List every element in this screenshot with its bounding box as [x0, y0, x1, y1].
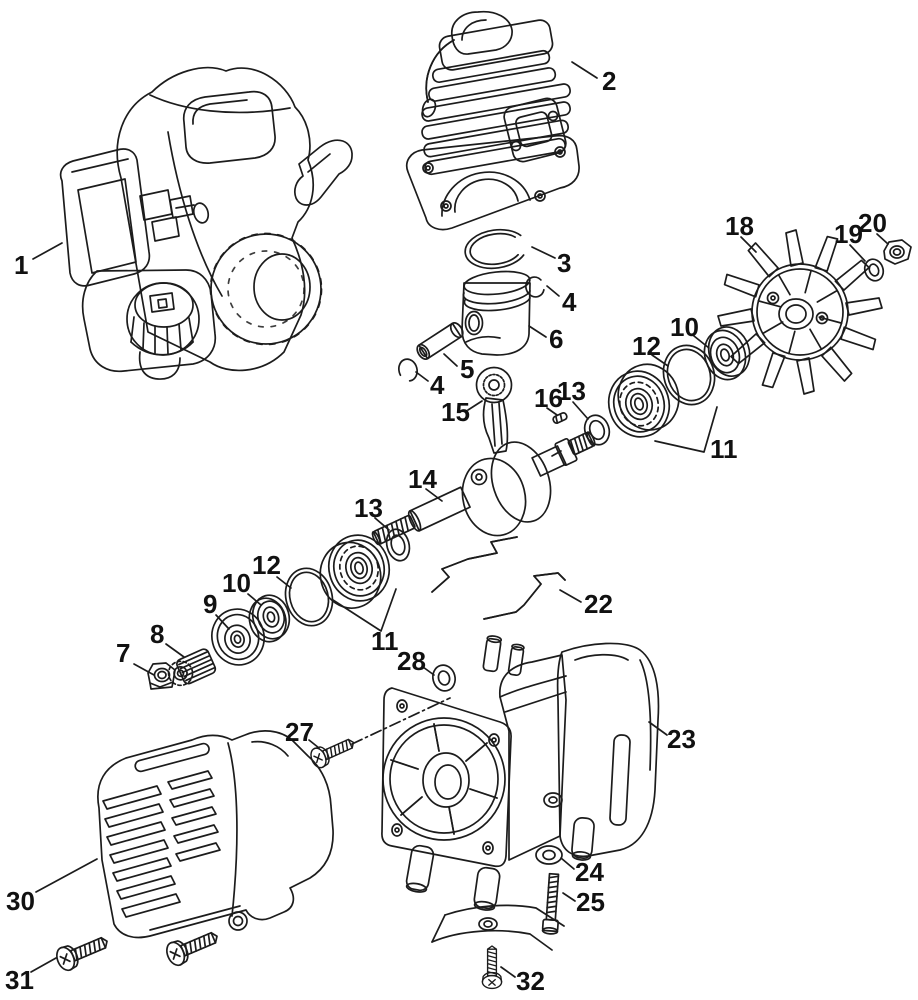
- callout-connecting-rod: 15: [441, 397, 470, 427]
- leader-lines: [30, 61, 889, 978]
- part-oil-seal-right: [703, 326, 751, 381]
- handle-slot: [134, 742, 210, 773]
- part-bearing-left: [319, 534, 391, 609]
- callout-bracket-screw: 32: [516, 966, 545, 996]
- part-o-ring-left: [284, 567, 334, 627]
- callout-labels: 1 2 3 4 6 5 4 15 16 13 12 10 18 19 20 11…: [5, 66, 887, 996]
- part-connecting-rod: [475, 366, 513, 454]
- part-bracket-screw: [481, 945, 503, 990]
- part-oil-seal-left: [248, 594, 291, 643]
- callout-crankcase: 23: [667, 724, 696, 754]
- callout-flywheel: 18: [725, 211, 754, 241]
- callout-crankcase-screw: 27: [285, 717, 314, 747]
- part-bearing-right: [607, 363, 680, 438]
- part-grommet: [432, 664, 456, 692]
- callout-starter-cover: 30: [6, 886, 35, 916]
- part-piston: [461, 270, 531, 356]
- engine-top-cover: [182, 90, 276, 164]
- callout-flywheel-nut: 20: [858, 208, 887, 238]
- air-filter-box: [59, 148, 151, 287]
- screw-axis-centerline: [351, 697, 451, 745]
- part-flywheel-nut: [883, 239, 912, 265]
- callout-flywheel-washer: 19: [834, 219, 863, 249]
- part-piston-pin: [416, 322, 464, 360]
- callout-stud-washer: 24: [575, 857, 604, 887]
- part-retainer-clips: [431, 536, 566, 620]
- callout-o-ring-right: 12: [632, 331, 661, 361]
- callout-engine-assembly: 1: [14, 250, 28, 280]
- part-washer-left: [385, 528, 411, 562]
- part-mount-plate: [431, 904, 565, 951]
- part-starter-pulley: [211, 608, 265, 666]
- callout-grommet: 28: [397, 646, 426, 676]
- callout-piston-pin: 5: [460, 354, 474, 384]
- part-cover-screws: [52, 924, 223, 974]
- callout-starter-pulley: 9: [203, 589, 217, 619]
- callout-cover-screws: 31: [5, 965, 34, 995]
- callout-washer-right: 13: [557, 376, 586, 406]
- callout-pinion-nut: 7: [116, 638, 130, 668]
- part-circlip-upper: [525, 276, 545, 298]
- callout-bearing-right: 11: [710, 434, 738, 464]
- part-crankshaft: [371, 366, 596, 546]
- part-stud-washer: [535, 845, 563, 865]
- callout-crankshaft: 14: [408, 464, 437, 494]
- part-crankcase-screw: [307, 697, 451, 771]
- part-engine-assembly: [59, 66, 353, 380]
- crankcase-flange: [381, 687, 512, 868]
- callout-piston-ring: 3: [557, 248, 571, 278]
- callout-oil-seal-left: 10: [222, 568, 251, 598]
- callout-retainer-clips: 22: [584, 589, 613, 619]
- part-starter-cover: [97, 730, 334, 939]
- part-starter-pinion: [167, 648, 217, 687]
- callout-cylinder: 2: [602, 66, 616, 96]
- callout-stud-bolt: 25: [576, 887, 605, 917]
- cylinder-base: [405, 134, 580, 231]
- callout-oil-seal-right: 10: [670, 312, 699, 342]
- callout-starter-pinion: 8: [150, 619, 164, 649]
- callout-bearing-left: 11: [371, 626, 399, 656]
- callout-circlip-upper: 4: [562, 287, 577, 317]
- part-crankcase: [381, 635, 660, 911]
- fan-housing-ring: [382, 717, 506, 841]
- exhaust-flange: [503, 97, 567, 163]
- part-circlip-lower: [398, 358, 418, 382]
- part-woodruff-key: [552, 412, 568, 424]
- callout-woodruff-key: 16: [534, 383, 563, 413]
- part-cylinder: [405, 10, 580, 231]
- fuel-tank: [81, 269, 217, 373]
- callout-o-ring-left: 12: [252, 550, 281, 580]
- cover-louvers: [102, 770, 221, 918]
- callout-washer-left: 13: [354, 493, 383, 523]
- spark-plug-boot: [451, 10, 513, 55]
- part-flywheel-washer: [863, 258, 885, 282]
- recoil-handle: [293, 139, 353, 206]
- part-o-ring-right: [662, 344, 716, 406]
- part-piston-ring: [464, 228, 528, 270]
- part-stud-bolt: [541, 872, 560, 935]
- callout-piston: 6: [549, 324, 563, 354]
- part-washer-right: [583, 414, 611, 446]
- callout-circlip-lower: 4: [430, 370, 445, 400]
